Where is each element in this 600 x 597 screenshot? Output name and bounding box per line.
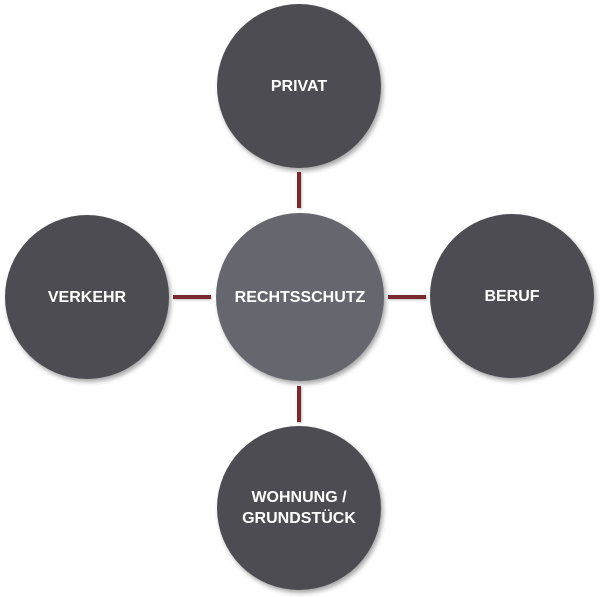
- hub-label: RECHTSSCHUTZ: [234, 288, 366, 306]
- node-label: WOHNUNG / GRUNDSTÜCK: [242, 489, 356, 527]
- node-beruf: BERUF: [430, 214, 594, 378]
- node-privat: PRIVAT: [217, 4, 381, 168]
- connector-right: [388, 295, 426, 299]
- node-rechtsschutz-hub: RECHTSSCHUTZ: [216, 213, 384, 381]
- connector-bottom: [297, 386, 301, 422]
- node-wohnung-grundstueck: WOHNUNG / GRUNDSTÜCK: [217, 426, 381, 590]
- node-label: PRIVAT: [270, 77, 328, 95]
- node-label: BERUF: [484, 287, 540, 305]
- connector-top: [297, 172, 301, 208]
- node-label: VERKEHR: [47, 288, 127, 306]
- node-verkehr: VERKEHR: [5, 215, 169, 379]
- connector-left: [173, 295, 211, 299]
